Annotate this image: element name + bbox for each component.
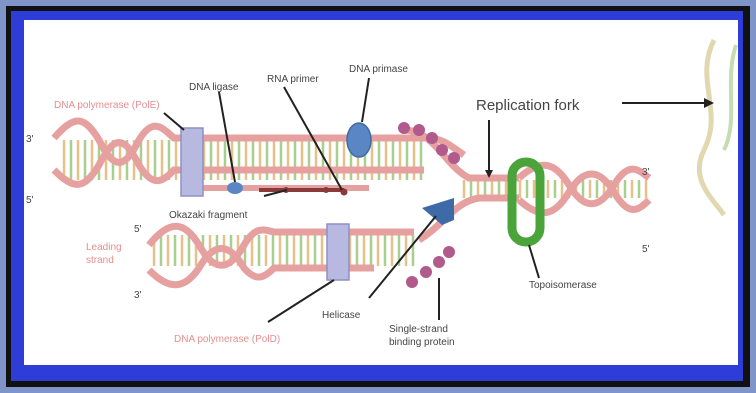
label-rna-primer: RNA primer [267,74,319,85]
end-left-lower-3: 3' [134,290,142,301]
end-right-top-3: 3' [642,167,650,178]
label-dna-polymerase-pole: DNA polymerase (PolE) [54,100,160,111]
dna-primase-shape [347,123,371,157]
end-right-bottom-5: 5' [642,244,650,255]
label-helicase: Helicase [322,310,361,321]
end-left-lower-5: 5' [134,224,142,235]
label-dna-ligase: DNA ligase [189,82,239,93]
end-left-top-3: 3' [26,134,34,145]
dna-polymerase-pold-block [327,224,349,280]
label-dna-primase: DNA primase [349,64,408,75]
leading-strand-line-1: Leading [86,242,122,253]
diagram-canvas: DNA polymerase (PolE) DNA ligase RNA pri… [24,20,738,365]
dna-replication-diagram: DNA polymerase (PolE) DNA ligase RNA pri… [24,20,738,365]
label-single-strand: Single-strand binding protein [389,324,455,348]
label-leading-strand: Leading strand [86,242,124,266]
end-left-mid-5: 5' [26,195,34,206]
ligase-shape [227,182,243,194]
helicase-shape [422,198,454,225]
label-dna-polymerase-pold: DNA polymerase (PolD) [174,334,280,345]
label-replication-fork: Replication fork [476,97,580,114]
dna-polymerase-pole-block [181,128,203,196]
label-okazaki-fragment: Okazaki fragment [169,210,248,221]
ssb-line-1: Single-strand [389,324,448,335]
faded-helix-2 [724,45,736,150]
faded-helix [699,40,724,215]
ssb-line-2: binding protein [389,337,455,348]
leading-strand-line-2: strand [86,255,114,266]
label-topoisomerase: Topoisomerase [529,280,597,291]
